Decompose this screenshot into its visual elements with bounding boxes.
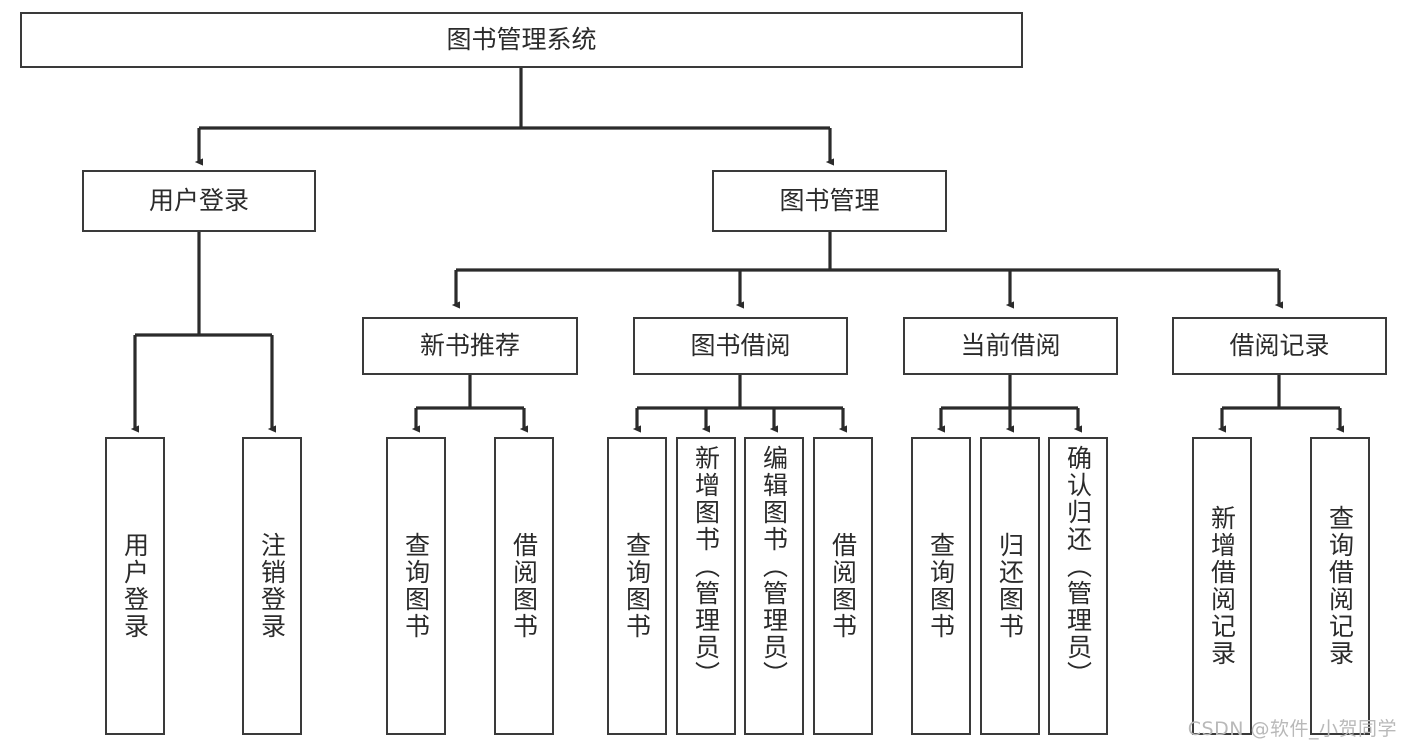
leaf-book-borrow-add-book-admin[interactable]: 新增图书（管理员） — [676, 437, 736, 735]
node-book-borrow[interactable]: 图书借阅 — [633, 317, 848, 375]
leaf-user-login-login[interactable]: 用户登录 — [105, 437, 165, 735]
node-label: 图书借阅 — [690, 331, 791, 361]
node-label: 查询图书 — [926, 532, 956, 640]
watermark-text: CSDN @软件_小贺同学 — [1187, 718, 1397, 740]
node-label: 归还图书 — [995, 532, 1025, 640]
node-label: 当前借阅 — [960, 331, 1061, 361]
node-label: 查询图书 — [401, 532, 431, 640]
leaf-borrow-record-add-record[interactable]: 新增借阅记录 — [1192, 437, 1252, 735]
leaf-new-book-query-books[interactable]: 查询图书 — [386, 437, 446, 735]
leaf-book-borrow-edit-book-admin[interactable]: 编辑图书（管理员） — [744, 437, 804, 735]
node-label: 新增图书（管理员） — [691, 445, 721, 688]
node-label: 借阅记录 — [1229, 331, 1330, 361]
leaf-current-borrow-return-books[interactable]: 归还图书 — [980, 437, 1040, 735]
node-label: 新书推荐 — [419, 331, 520, 361]
node-label: 用户登录 — [120, 532, 150, 640]
node-label: 新增借阅记录 — [1207, 505, 1237, 667]
leaf-user-login-logout[interactable]: 注销登录 — [242, 437, 302, 735]
node-label: 图书管理 — [779, 186, 880, 216]
node-borrow-record[interactable]: 借阅记录 — [1172, 317, 1387, 375]
leaf-book-borrow-query-books[interactable]: 查询图书 — [607, 437, 667, 735]
node-label: 编辑图书（管理员） — [759, 445, 789, 688]
node-label: 借阅图书 — [828, 532, 858, 640]
node-user-login[interactable]: 用户登录 — [82, 170, 316, 232]
leaf-book-borrow-borrow-books[interactable]: 借阅图书 — [813, 437, 873, 735]
node-label: 确认归还（管理员） — [1063, 445, 1093, 688]
leaf-current-borrow-query-books[interactable]: 查询图书 — [911, 437, 971, 735]
node-label: 查询借阅记录 — [1325, 505, 1355, 667]
node-new-book-recommend[interactable]: 新书推荐 — [362, 317, 578, 375]
node-label: 图书管理系统 — [446, 25, 597, 55]
node-label: 借阅图书 — [509, 532, 539, 640]
node-label: 用户登录 — [148, 186, 249, 216]
node-book-management[interactable]: 图书管理 — [712, 170, 947, 232]
node-label: 注销登录 — [257, 532, 287, 640]
leaf-new-book-borrow-books[interactable]: 借阅图书 — [494, 437, 554, 735]
leaf-borrow-record-query-record[interactable]: 查询借阅记录 — [1310, 437, 1370, 735]
node-root-book-management-system[interactable]: 图书管理系统 — [20, 12, 1023, 68]
node-label: 查询图书 — [622, 532, 652, 640]
leaf-current-borrow-confirm-return-admin[interactable]: 确认归还（管理员） — [1048, 437, 1108, 735]
node-current-borrow[interactable]: 当前借阅 — [903, 317, 1118, 375]
